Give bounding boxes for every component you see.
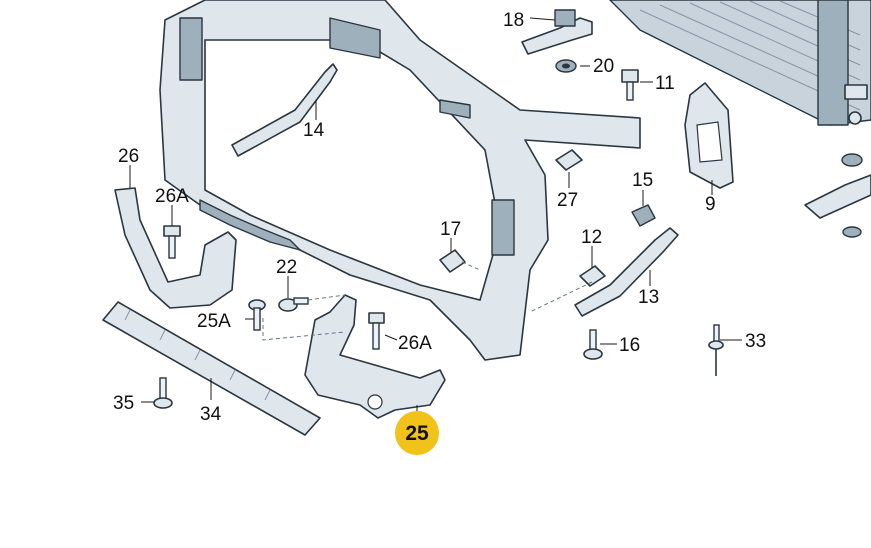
part-11-bolt (621, 69, 639, 101)
part-22-bolt (278, 297, 309, 312)
callout-26a-top: 26A (155, 186, 189, 207)
leader-lines (129, 17, 742, 412)
part-25-bracket (304, 294, 446, 419)
callout-14: 14 (303, 120, 325, 141)
callout-18: 18 (503, 10, 524, 31)
callout-20: 20 (593, 56, 614, 77)
assembly-lines (262, 261, 593, 341)
radiator (609, 0, 871, 126)
part-16-screw (583, 329, 603, 360)
lock-carrier-frame (159, 0, 641, 361)
part-12-clip (579, 265, 606, 287)
callout-12: 12 (581, 227, 602, 248)
part-17-clip (439, 249, 466, 273)
part-18-bracket (521, 9, 593, 55)
callout-26a-bottom: 26A (398, 333, 432, 354)
part-15-grommet (631, 204, 656, 227)
callout-35: 35 (113, 393, 134, 414)
callout-16: 16 (619, 335, 640, 356)
part-13-strut (574, 227, 679, 317)
callout-25a: 25A (197, 311, 231, 332)
part-right-bracket (804, 153, 871, 238)
part-34-strip (102, 301, 321, 436)
part-35-screw (153, 377, 173, 409)
part-26a-lower-bolt (368, 312, 385, 350)
callout-13: 13 (638, 287, 659, 308)
part-26a-upper-bolt (163, 225, 181, 259)
callout-9: 9 (705, 194, 716, 215)
callout-27: 27 (557, 190, 578, 211)
part-27-clip (555, 149, 583, 171)
callout-25: 25 (405, 422, 429, 445)
callout-17: 17 (440, 219, 461, 240)
callout-34: 34 (200, 404, 222, 425)
callout-15: 15 (632, 170, 653, 191)
part-33-rivet (708, 324, 724, 376)
highlighted-callout-25: 25 (395, 411, 439, 455)
callout-labels: 18 20 11 14 9 26 26A 27 15 17 12 22 13 2… (113, 10, 766, 425)
callout-26: 26 (118, 146, 139, 167)
part-26-bracket (114, 187, 237, 309)
highlight-circle (395, 411, 439, 455)
callout-33: 33 (745, 331, 766, 352)
callout-22: 22 (276, 257, 297, 278)
part-14-bracket (231, 63, 338, 157)
part-20-nut (555, 59, 577, 73)
part-9-plate (684, 82, 734, 189)
callout-11: 11 (655, 73, 675, 94)
